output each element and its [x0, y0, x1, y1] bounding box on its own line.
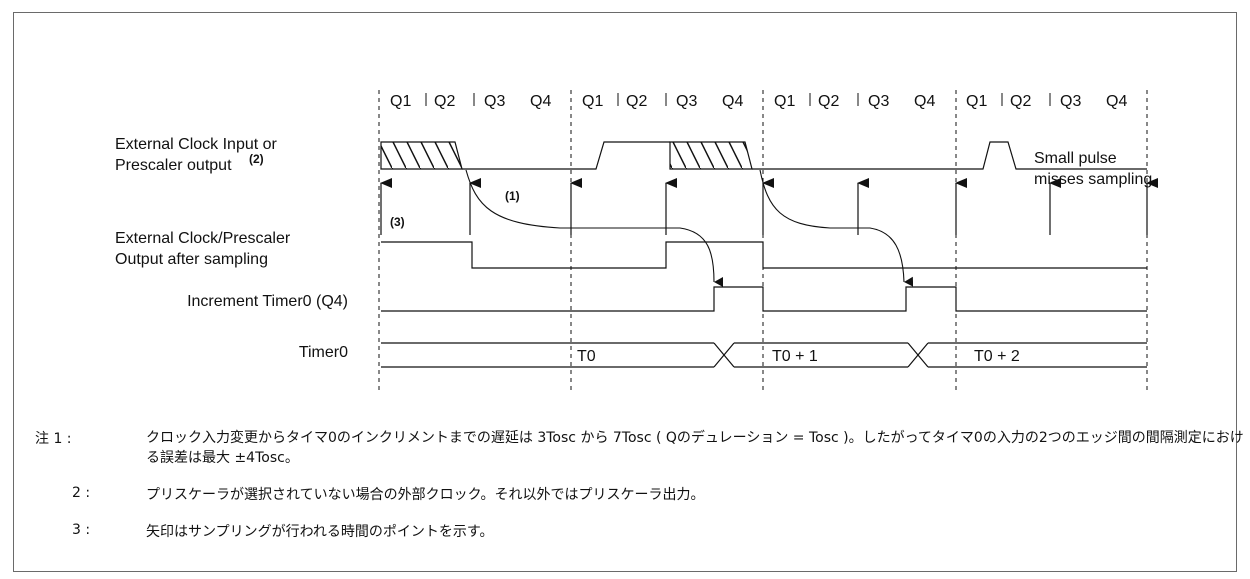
signal-label-ext-clock-line1: External Clock Input or: [115, 136, 278, 153]
signal-label-sampled-line1: External Clock/Prescaler: [115, 230, 291, 247]
quarter-label: Q3: [868, 93, 889, 110]
annotation-small-pulse-line1: Small pulse: [1034, 150, 1117, 167]
signal-label-ext-clock-line2: Prescaler output: [115, 157, 232, 174]
ext-clock-waveform: [380, 141, 1147, 170]
quarter-label: Q3: [676, 93, 697, 110]
increment-waveform: [381, 286, 1147, 312]
footnote-number: 2 :: [72, 485, 91, 501]
annotation-note1-marker: (1): [505, 189, 520, 203]
timer-value: T0: [577, 348, 596, 365]
footnote-number: 注 1 :: [35, 431, 72, 447]
quarter-label: Q4: [1106, 93, 1127, 110]
quarter-label: Q3: [1060, 93, 1081, 110]
uncertain-edge-region: [669, 141, 753, 170]
footnote-text: 矢印はサンプリングが行われる時間のポイントを示す。: [146, 524, 494, 540]
quarter-label: Q1: [582, 93, 603, 110]
sampling-arrows: [380, 178, 1158, 235]
delay-curve-arrow-icon: [465, 169, 724, 287]
quarter-label: Q3: [484, 93, 505, 110]
signal-label-timer0: Timer0: [299, 344, 348, 361]
quarter-label: Q1: [774, 93, 795, 110]
footnote-text: プリスケーラが選択されていない場合の外部クロック。それ以外ではプリスケーラ出力。: [146, 487, 705, 503]
footnote-text: クロック入力変更からタイマ0のインクリメントまでの遅延は 3Tosc から 7T…: [146, 430, 1244, 466]
signal-label-ext-clock-note: (2): [249, 152, 264, 166]
timer-value: T0 + 2: [974, 348, 1020, 365]
quarter-label: Q4: [722, 93, 743, 110]
quarter-label: Q1: [390, 93, 411, 110]
figure-frame: [13, 12, 1237, 572]
uncertain-edge-region: [380, 141, 463, 170]
quarter-label: Q4: [914, 93, 935, 110]
quarter-label: Q2: [434, 93, 455, 110]
quarter-labels: Q1 Q2 Q3 Q4 Q1 Q2 Q3 Q4 Q1 Q2 Q3 Q4 Q1 Q…: [390, 93, 1127, 110]
delay-curve-arrow-icon: [759, 169, 914, 287]
timer0-bus: [381, 342, 1147, 368]
quarter-label: Q2: [626, 93, 647, 110]
footnote-number: 3 :: [72, 522, 91, 538]
quarter-label: Q2: [1010, 93, 1031, 110]
quarter-label: Q1: [966, 93, 987, 110]
annotation-note3-marker: (3): [390, 215, 405, 229]
sampled-output-waveform: [381, 241, 1147, 269]
signal-label-sampled-line2: Output after sampling: [115, 251, 268, 268]
quarter-separators: [425, 93, 1051, 106]
quarter-label: Q4: [530, 93, 551, 110]
annotation-small-pulse-line2: misses sampling: [1034, 171, 1152, 188]
signal-label-increment: Increment Timer0 (Q4): [187, 293, 348, 310]
timer-value: T0 + 1: [772, 348, 818, 365]
quarter-label: Q2: [818, 93, 839, 110]
